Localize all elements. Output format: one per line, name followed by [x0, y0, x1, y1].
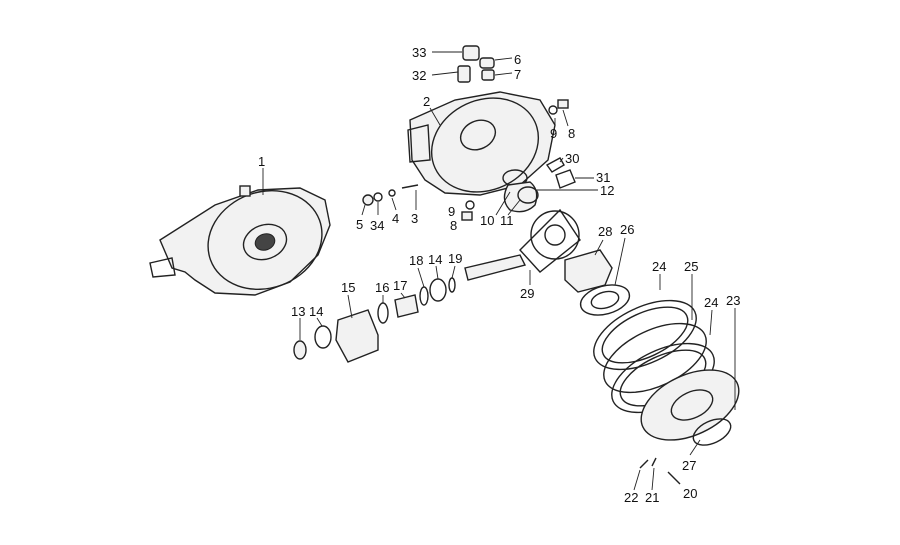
callout-14-left: 14 [309, 304, 323, 319]
housing-left [149, 185, 331, 296]
callout-19: 19 [448, 251, 462, 266]
callout-15: 15 [341, 280, 355, 295]
ring-12 [517, 186, 539, 204]
ring-18 [419, 286, 429, 306]
bolt-22 [639, 459, 649, 469]
screw-8-lower [461, 211, 473, 221]
stud-3 [401, 184, 419, 189]
callout-5: 5 [356, 217, 363, 232]
washer-4 [388, 189, 396, 197]
callout-10: 10 [480, 213, 494, 228]
callout-8-upper: 8 [568, 126, 575, 141]
gasket-24-upper-inner [601, 306, 689, 364]
callout-33: 33 [412, 45, 426, 60]
bearing-26-inner [590, 290, 620, 310]
callout-24-lower: 24 [704, 295, 718, 310]
callout-25: 25 [684, 259, 698, 274]
nut-5 [362, 194, 374, 206]
callout-16: 16 [375, 280, 389, 295]
callout-23: 23 [726, 293, 740, 308]
cap-6 [479, 57, 495, 69]
callout-28: 28 [598, 224, 612, 239]
nut-34 [373, 192, 383, 202]
bearing-14-left [314, 325, 332, 349]
washer-9-lower [465, 200, 475, 210]
bearing-26 [579, 284, 631, 316]
washer-7 [481, 69, 495, 81]
housing-upper [407, 91, 556, 196]
callout-7: 7 [514, 67, 521, 82]
screw-32 [457, 65, 471, 83]
callout-9-lower: 9 [448, 204, 455, 219]
cover-23-inner [670, 389, 714, 421]
screw-8-upper [557, 99, 569, 109]
callout-6: 6 [514, 52, 521, 67]
sleeve-15 [335, 309, 379, 363]
callout-22: 22 [624, 490, 638, 505]
callout-27: 27 [682, 458, 696, 473]
callout-21: 21 [645, 490, 659, 505]
callout-17: 17 [393, 278, 407, 293]
callout-20: 20 [683, 486, 697, 501]
washer-21 [651, 457, 657, 467]
callout-13: 13 [291, 304, 305, 319]
callout-26: 26 [620, 222, 634, 237]
bracket-31 [555, 169, 576, 189]
callout-8-lower: 8 [450, 218, 457, 233]
boot-11 [503, 181, 538, 213]
callout-30: 30 [565, 151, 579, 166]
shim-19 [448, 277, 456, 293]
callout-24-upper: 24 [652, 259, 666, 274]
callout-14-right: 14 [428, 252, 442, 267]
callout-32: 32 [412, 68, 426, 83]
callout-11: 11 [500, 213, 514, 228]
callout-29: 29 [520, 286, 534, 301]
plug-33 [462, 45, 480, 61]
oil-seal-27 [692, 418, 732, 446]
callout-3: 3 [411, 211, 418, 226]
bolt-20 [667, 471, 681, 485]
callout-18: 18 [409, 253, 423, 268]
callout-31: 31 [596, 170, 610, 185]
pinion-and-crown-29 [464, 208, 581, 281]
callout-12: 12 [600, 183, 614, 198]
bearing-14-right [429, 278, 447, 302]
leader-lines [262, 51, 736, 491]
spacer-17 [394, 294, 419, 318]
cover-23 [640, 369, 740, 441]
ring-16 [377, 302, 389, 324]
nut-13 [293, 340, 307, 360]
washer-9-upper [548, 105, 558, 115]
callout-34: 34 [370, 218, 384, 233]
callout-4: 4 [392, 211, 399, 226]
callout-labels: 1 2 33 32 6 7 9 8 30 31 12 9 8 10 11 3 4… [258, 45, 740, 505]
clip-30 [545, 157, 565, 173]
callout-2: 2 [423, 94, 430, 109]
callout-9-upper: 9 [550, 126, 557, 141]
gasket-24-upper [593, 299, 697, 371]
callout-1: 1 [258, 154, 265, 169]
